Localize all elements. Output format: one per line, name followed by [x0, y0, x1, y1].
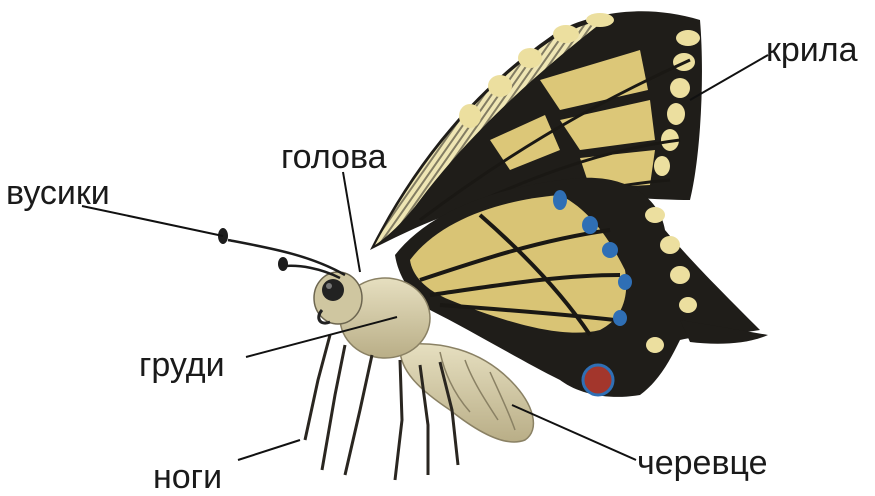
- leader-legs: [238, 440, 300, 460]
- label-abdomen: черевце: [637, 446, 768, 480]
- label-wings: крила: [766, 33, 858, 67]
- label-head: голова: [281, 140, 387, 174]
- label-legs: ноги: [153, 460, 222, 494]
- label-antennae: вусики: [6, 176, 110, 210]
- leader-head: [343, 172, 360, 272]
- antennae: [228, 240, 345, 278]
- label-thorax: груди: [139, 348, 225, 382]
